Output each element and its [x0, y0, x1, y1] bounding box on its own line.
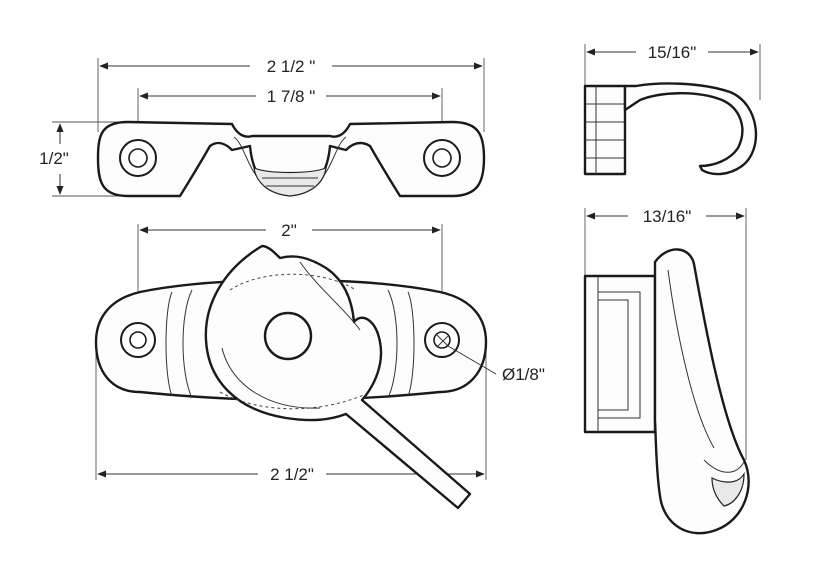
dim-label-keeper-depth: 15/16": [648, 43, 697, 62]
dim-label-top-overall: 2 1/2 ": [267, 57, 316, 76]
keeper-base-block: [583, 84, 627, 176]
lock-cam-lever: [204, 244, 472, 510]
keeper-side-view: 15/16": [583, 43, 761, 176]
cam-hidden-edge: [229, 273, 357, 291]
dim-label-front-hole-spacing: 2": [281, 221, 297, 240]
dim-label-front-overall: 2 1/2": [270, 465, 314, 484]
keeper-top-view: 2 1/2 " 1 7/8 " 1/2": [39, 57, 486, 198]
lock-front-view: 2" 2 1/2" Ø1/8": [94, 221, 545, 510]
lock-side-view: 13/16": [583, 207, 750, 535]
dim-label-side-depth: 13/16": [643, 207, 692, 226]
lock-side-lever: [653, 248, 750, 535]
lock-pivot-boss: [263, 311, 313, 361]
lock-side-base: [583, 274, 657, 434]
dim-label-screw-diameter: Ø1/8": [502, 365, 545, 384]
dim-label-top-height: 1/2": [39, 149, 69, 168]
dim-label-top-hole-spacing: 1 7/8 ": [267, 87, 316, 106]
keeper-hook-front: [253, 167, 327, 197]
keeper-hook: [623, 82, 758, 176]
